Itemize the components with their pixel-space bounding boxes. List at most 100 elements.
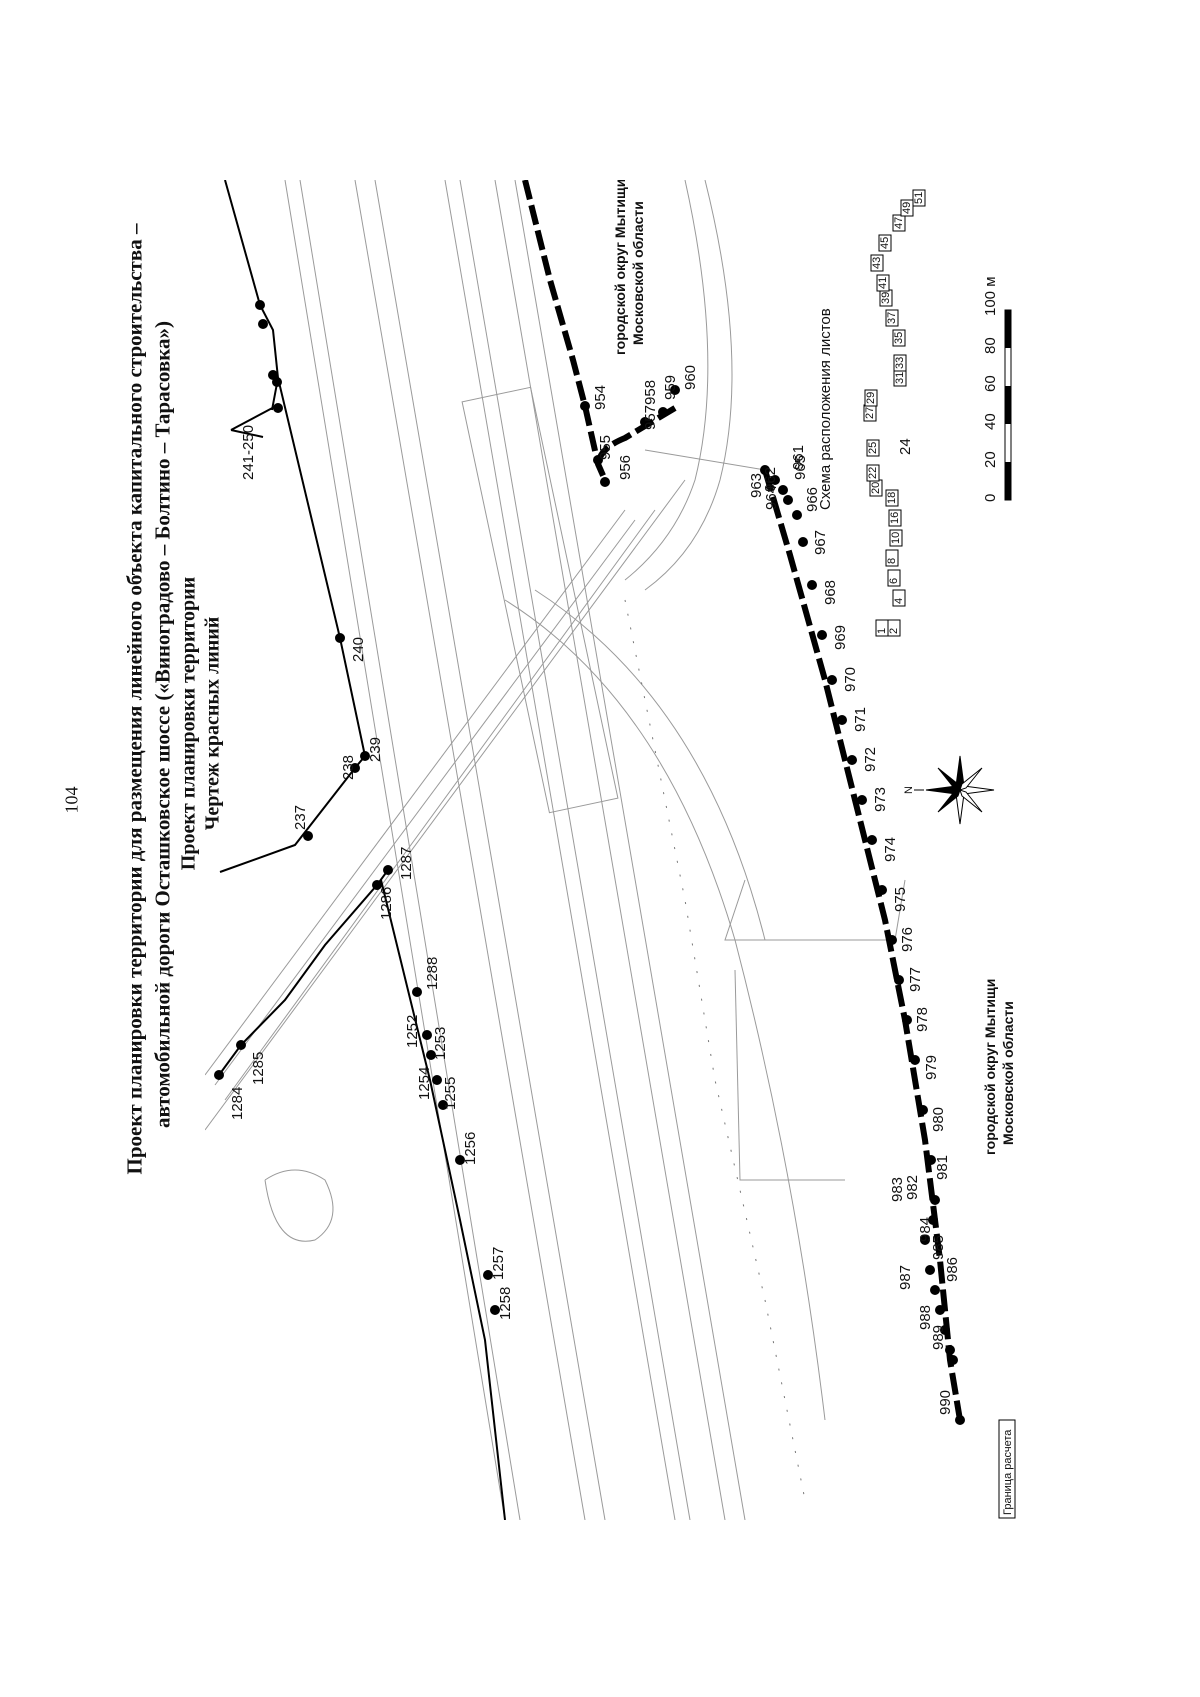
sheet-number: 39: [880, 292, 892, 304]
red-line-upper: [219, 180, 367, 873]
svg-text:982: 982: [904, 1175, 921, 1200]
sheet-number: 2: [888, 628, 900, 634]
svg-text:961: 961: [790, 445, 807, 470]
svg-text:1254: 1254: [416, 1067, 433, 1100]
north-arrow-icon: N: [903, 755, 995, 825]
point-labels-lower-left: 1284 1285 1286 1287 1288 1252 1253 1254 …: [229, 847, 514, 1320]
svg-text:959: 959: [662, 375, 679, 400]
svg-text:989: 989: [930, 1325, 947, 1350]
sheet-number: 20: [870, 482, 882, 494]
svg-text:972: 972: [862, 747, 879, 772]
sheet-number: 51: [913, 192, 925, 204]
svg-text:956: 956: [617, 455, 634, 480]
sheet-number: 41: [877, 277, 889, 289]
svg-text:241-250: 241-250: [240, 425, 257, 480]
sheet-number: 18: [886, 492, 898, 504]
sheet-number: 10: [890, 532, 902, 544]
svg-text:965: 965: [792, 455, 809, 480]
sheet-number: 43: [871, 257, 883, 269]
points-lower-left: [214, 865, 500, 1315]
red-lines-map: 237 238 239 240 241-250 1284 1285 1286 1…: [205, 180, 1040, 1520]
svg-text:городской округ Мытищи: городской округ Мытищи: [612, 180, 628, 355]
svg-text:100 м: 100 м: [982, 276, 999, 316]
svg-text:0: 0: [982, 494, 999, 502]
svg-text:962: 962: [762, 467, 779, 492]
svg-text:240: 240: [350, 637, 367, 662]
svg-text:969: 969: [832, 625, 849, 650]
sheet-number: 45: [879, 237, 891, 249]
sheet-number: 37: [886, 312, 898, 324]
svg-text:990: 990: [937, 1390, 954, 1415]
svg-text:979: 979: [923, 1055, 940, 1080]
svg-text:968: 968: [822, 580, 839, 605]
svg-text:1284: 1284: [229, 1087, 246, 1120]
sheet-number: 47: [893, 217, 905, 229]
sheet-number: 8: [886, 558, 898, 564]
svg-text:954: 954: [592, 385, 609, 410]
title-line-1: Проект планировки территории для размеще…: [122, 223, 147, 1175]
sheet-number: 25: [867, 442, 879, 454]
svg-text:983: 983: [889, 1177, 906, 1202]
points-right: [580, 385, 965, 1425]
sheet-number: 1: [876, 628, 888, 634]
svg-text:957958: 957958: [642, 380, 659, 430]
sheet-number: 22: [867, 467, 879, 479]
sheet-layout-scheme: Схема расположения листов: [817, 189, 926, 637]
svg-text:976: 976: [899, 927, 916, 952]
svg-text:984: 984: [917, 1217, 934, 1242]
svg-text:1256: 1256: [462, 1132, 479, 1165]
svg-text:963: 963: [748, 473, 765, 498]
sheet-number: 16: [889, 512, 901, 524]
district-label-bottom: городской округ Мытищи Московской област…: [982, 979, 1016, 1155]
base-map-dots: [624, 599, 806, 1501]
svg-text:977: 977: [907, 967, 924, 992]
svg-text:60: 60: [982, 375, 999, 392]
svg-text:40: 40: [982, 413, 999, 430]
svg-text:239: 239: [367, 737, 384, 762]
title-line-2: автомобильной дороги Осташковское шоссе …: [150, 320, 175, 1129]
svg-text:986: 986: [944, 1257, 961, 1282]
page-number: 104: [61, 786, 82, 814]
svg-text:985: 985: [930, 1235, 947, 1260]
svg-text:1286: 1286: [378, 887, 395, 920]
points-upper: [255, 300, 370, 841]
point-labels-upper: 237 238 239 240 241-250: [240, 425, 384, 830]
svg-text:980: 980: [930, 1107, 947, 1132]
sheet-number: 49: [901, 202, 913, 214]
sheet-number: 29: [865, 392, 877, 404]
svg-text:1258: 1258: [497, 1287, 514, 1320]
svg-text:1253: 1253: [432, 1027, 449, 1060]
base-map-lines: [205, 180, 906, 1520]
svg-text:238: 238: [340, 755, 357, 780]
svg-text:973: 973: [872, 787, 889, 812]
map-canvas: 237 238 239 240 241-250 1284 1285 1286 1…: [205, 180, 1016, 1520]
svg-text:городской округ Мытищи: городской округ Мытищи: [982, 979, 998, 1155]
svg-text:20: 20: [982, 451, 999, 468]
svg-text:1288: 1288: [424, 957, 441, 990]
svg-text:971: 971: [852, 707, 869, 732]
svg-text:1285: 1285: [250, 1052, 267, 1085]
svg-text:987: 987: [897, 1265, 914, 1290]
svg-text:1287: 1287: [398, 847, 415, 880]
sheet-number: 31: [894, 372, 906, 384]
svg-text:Московской области: Московской области: [1000, 1001, 1016, 1145]
svg-text:Московской области: Московской области: [630, 201, 646, 345]
scale-bar: 0 20 40 60 80 100 м: [982, 276, 1012, 502]
sheet-number: 6: [888, 578, 900, 584]
svg-text:1257: 1257: [490, 1247, 507, 1280]
svg-text:80: 80: [982, 337, 999, 354]
boundary-label: Граница расчета: [998, 1419, 1016, 1519]
sheet-number: 4: [893, 598, 905, 604]
svg-text:960: 960: [682, 365, 699, 390]
svg-text:955: 955: [597, 435, 614, 460]
svg-text:1255: 1255: [442, 1077, 459, 1110]
point-labels-right: 954 955 956 957958 959 960 961 962 963 9…: [592, 365, 961, 1415]
svg-text:24: 24: [897, 438, 914, 455]
svg-text:975: 975: [892, 887, 909, 912]
svg-text:Граница расчета: Граница расчета: [1002, 1429, 1014, 1515]
svg-text:966: 966: [804, 487, 821, 512]
sheet-number: 35: [893, 332, 905, 344]
svg-text:237: 237: [292, 805, 309, 830]
svg-text:970: 970: [842, 667, 859, 692]
district-label-top: городской округ Мытищи Московской област…: [612, 180, 646, 355]
